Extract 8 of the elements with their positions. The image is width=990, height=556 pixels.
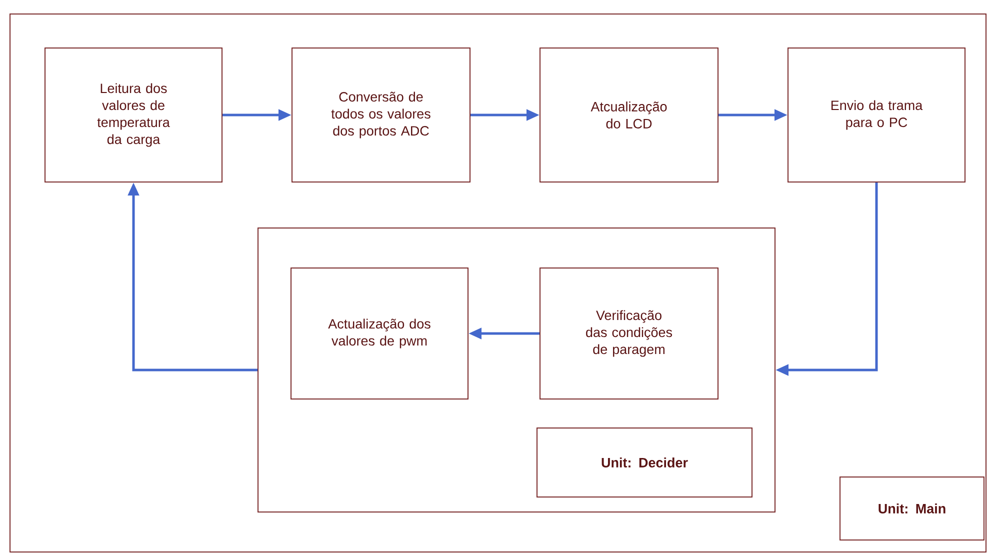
process-box: Atcualização do LCD xyxy=(540,48,718,182)
unit-label-box: Unit: Main xyxy=(840,476,984,540)
process-box: Verificação das condições de paragem xyxy=(540,268,718,400)
process-box: Leitura dos valores de temperatura da carga xyxy=(44,48,222,182)
process-box: Conversão de todos os valores dos portos ADC xyxy=(292,48,470,182)
process-box: Actualização dos valores de pwm xyxy=(290,268,468,400)
process-box: Envio da trama para o PC xyxy=(788,48,966,182)
unit-label-box: Unit: Decider xyxy=(536,428,752,498)
